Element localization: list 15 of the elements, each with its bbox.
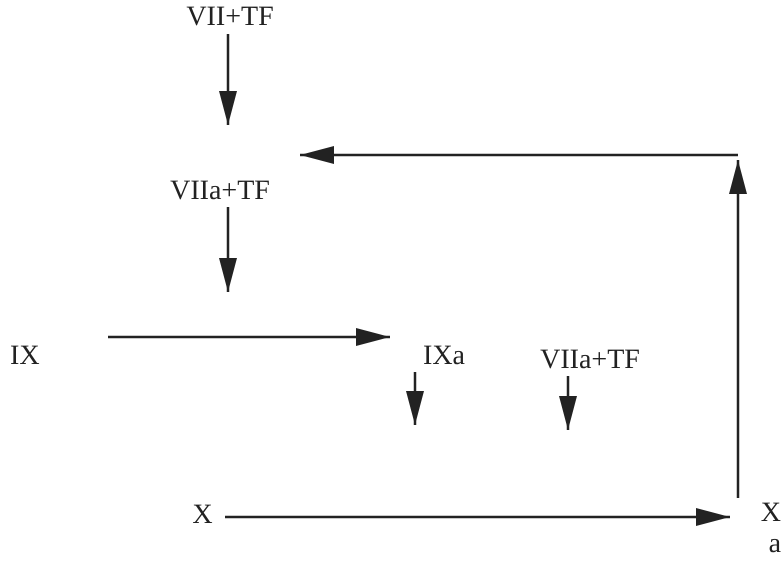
arrow xyxy=(219,34,237,125)
factor-label: X a xyxy=(760,498,781,560)
factor-label: X xyxy=(192,500,213,530)
arrow xyxy=(559,376,577,430)
factor-label: VIIa+TF xyxy=(170,176,270,207)
arrow xyxy=(219,207,237,292)
factor-label: VIIa+TF xyxy=(540,345,640,376)
arrow xyxy=(406,372,424,425)
factor-label: IXa xyxy=(423,341,465,372)
arrow xyxy=(300,146,738,164)
factor-label: IX xyxy=(10,341,40,372)
arrow xyxy=(225,508,730,526)
factor-label: VII+TF xyxy=(186,2,274,32)
arrow xyxy=(108,328,390,346)
arrow xyxy=(729,160,747,498)
